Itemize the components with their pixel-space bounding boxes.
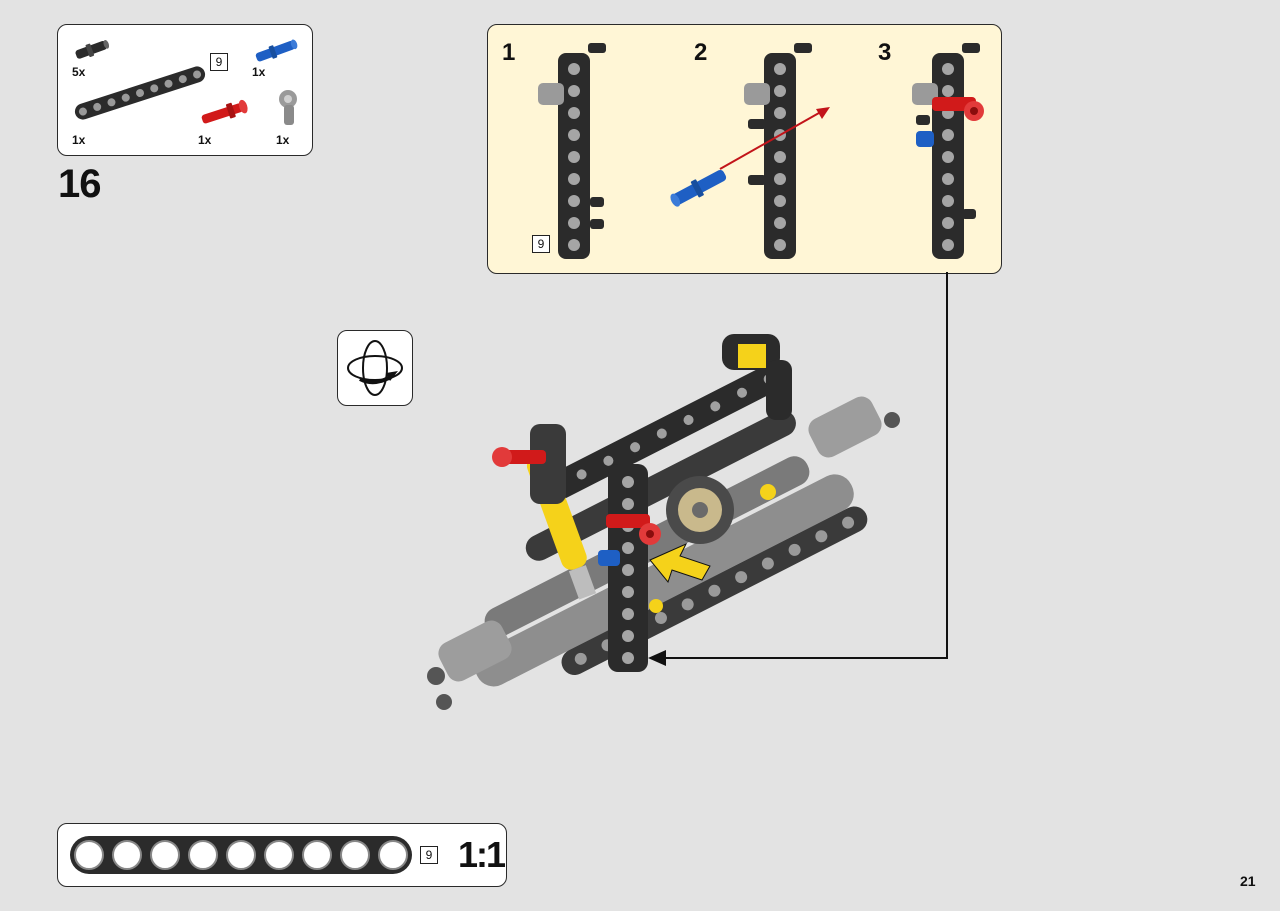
qty-blue-pin: 1x [252, 65, 266, 79]
gray-connector-icon [279, 90, 297, 125]
scale-label: 1:1 [458, 834, 506, 875]
scale-bar-panel: 9 1:1 [57, 823, 507, 887]
blue-pin-icon [255, 39, 298, 62]
sub-step-1-length-box: 9 [532, 235, 550, 253]
parts-list-panel: 5x 9 1x 1x 1x 1 [57, 24, 313, 156]
black-beam-icon [74, 66, 206, 120]
black-pin-icon [75, 40, 110, 59]
qty-gray-connector: 1x [276, 133, 290, 147]
beam-length-box: 9 [210, 53, 228, 71]
scale-length-box: 9 [420, 846, 438, 864]
sub-step-1-number: 1 [502, 39, 516, 66]
sub-step-2-illustration [670, 43, 830, 259]
red-pin-icon [201, 99, 248, 124]
rotate-icon [347, 340, 403, 396]
sub-step-2-number: 2 [694, 39, 708, 66]
sub-step-3-number: 3 [878, 39, 892, 66]
qty-black-pin: 5x [72, 65, 86, 79]
step-number: 16 [58, 162, 101, 206]
qty-red-pin: 1x [198, 133, 212, 147]
main-model-illustration [427, 334, 900, 710]
qty-black-beam: 1x [72, 133, 86, 147]
scale-beam-illustration [70, 836, 412, 874]
page-number: 21 [1240, 873, 1256, 889]
sub-step-3-illustration [912, 43, 984, 259]
sub-step-1-illustration [538, 43, 606, 259]
rotate-model-box [337, 330, 413, 406]
sub-steps-callout: 1 2 3 9 [487, 24, 1002, 274]
